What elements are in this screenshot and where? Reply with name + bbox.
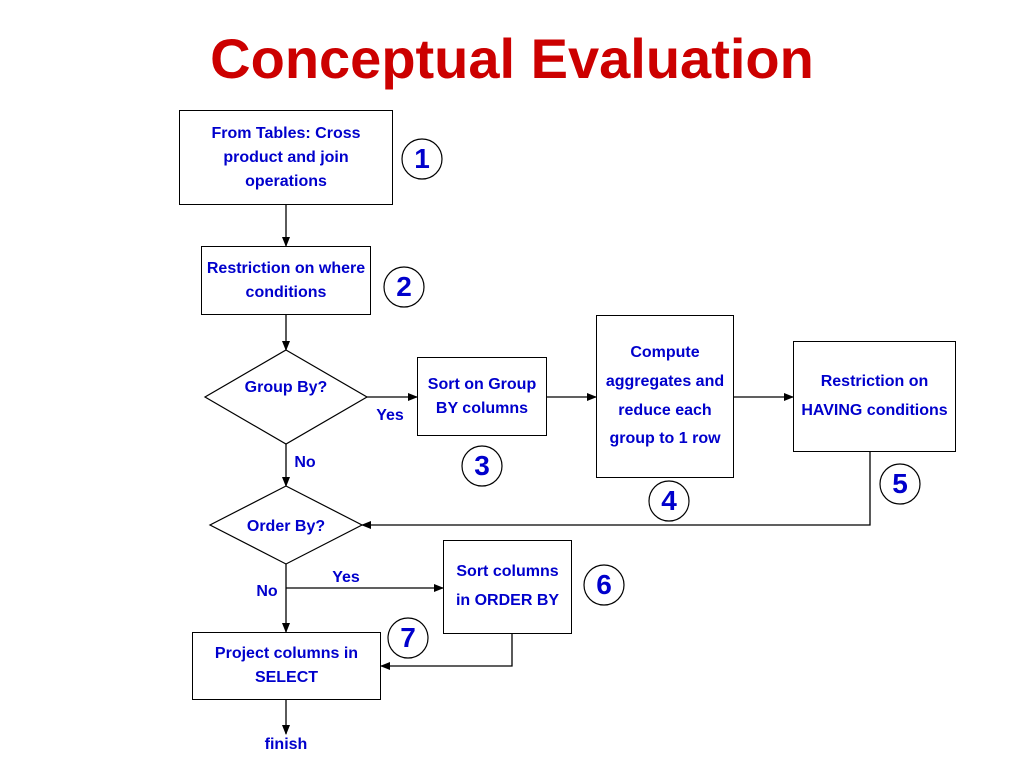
- step-1-circle: [401, 138, 443, 180]
- order-by-label: Order By?: [246, 518, 326, 535]
- sort-group-box: Sort on Group BY columns: [417, 357, 547, 436]
- group-by-label: Group By?: [244, 379, 328, 396]
- step-6-circle: [583, 564, 625, 606]
- aggregates-box: Compute aggregates and reduce each group…: [596, 315, 734, 478]
- edge-having-to-order: [361, 452, 871, 529]
- step-number-4: 4: [661, 485, 677, 516]
- step-number-2: 2: [396, 271, 412, 302]
- yes-label-order: Yes: [332, 569, 360, 586]
- yes-label-group: Yes: [376, 407, 404, 424]
- no-label-group: No: [294, 454, 316, 471]
- step-7-circle: [387, 617, 429, 659]
- group-by-diamond: [203, 349, 369, 445]
- step-number-7: 7: [400, 622, 416, 653]
- from-tables-box: From Tables: Cross product and join oper…: [179, 110, 393, 205]
- finish-label: finish: [264, 736, 308, 753]
- step-3-circle: [461, 445, 503, 487]
- step-number-3: 3: [474, 450, 490, 481]
- project-box: Project columns in SELECT: [192, 632, 381, 700]
- where-restriction-box: Restriction on where conditions: [201, 246, 371, 315]
- edge-sortorder-to-project: [380, 634, 513, 670]
- step-number-5: 5: [892, 468, 908, 499]
- step-2-circle: [383, 266, 425, 308]
- step-5-circle: [879, 463, 921, 505]
- sort-order-box: Sort columns in ORDER BY: [443, 540, 572, 634]
- no-label-order: No: [256, 583, 278, 600]
- step-number-6: 6: [596, 569, 612, 600]
- page-title: Conceptual Evaluation: [210, 27, 814, 90]
- step-number-1: 1: [414, 143, 430, 174]
- having-restriction-box: Restriction on HAVING conditions: [793, 341, 956, 452]
- order-by-diamond: [208, 485, 364, 565]
- step-4-circle: [648, 480, 690, 522]
